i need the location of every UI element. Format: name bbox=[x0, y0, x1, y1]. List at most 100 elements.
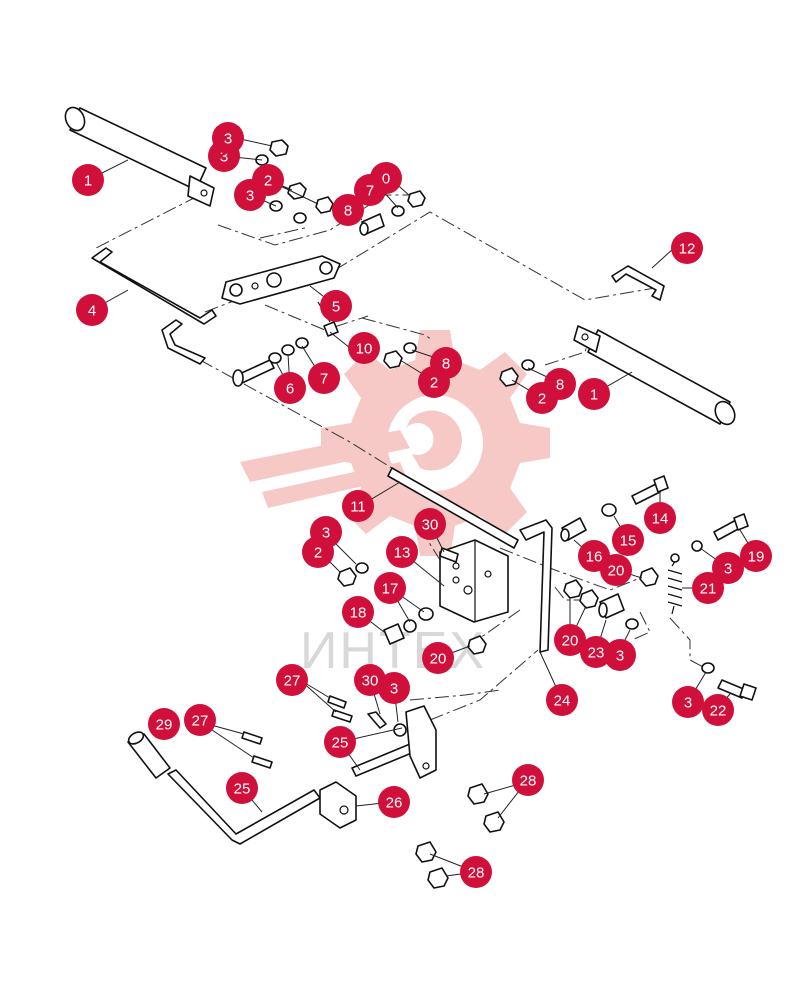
callout-label: 3 bbox=[684, 695, 692, 712]
callout-circle-icon bbox=[76, 294, 108, 326]
callout-circle-icon bbox=[226, 772, 258, 804]
callout-20: 20 bbox=[600, 554, 632, 586]
callout-circle-icon bbox=[378, 786, 410, 818]
callout-label: 20 bbox=[608, 563, 625, 580]
callout-label: 21 bbox=[700, 581, 717, 598]
callout-6: 6 bbox=[274, 372, 306, 404]
callout-label: 8 bbox=[442, 356, 450, 373]
callout-circle-icon bbox=[702, 694, 734, 726]
callout-circle-icon bbox=[692, 572, 724, 604]
callout-3: 3 bbox=[712, 552, 744, 584]
callout-22: 22 bbox=[702, 694, 734, 726]
callout-label: 27 bbox=[284, 673, 301, 690]
callout-label: 14 bbox=[652, 511, 669, 528]
callout-30: 30 bbox=[414, 508, 446, 540]
callout-27: 27 bbox=[276, 664, 308, 696]
link-plate-5 bbox=[221, 255, 341, 305]
callout-label: 2 bbox=[538, 391, 546, 408]
callout-circle-icon bbox=[422, 642, 454, 674]
callout-label: 4 bbox=[88, 303, 96, 320]
callout-circle-icon bbox=[324, 726, 356, 758]
callout-14: 14 bbox=[644, 502, 676, 534]
callout-15: 15 bbox=[612, 524, 644, 556]
callout-circle-icon bbox=[414, 508, 446, 540]
callout-label: 3 bbox=[224, 131, 232, 148]
callout-2: 2 bbox=[252, 164, 284, 196]
callout-circle-icon bbox=[600, 554, 632, 586]
handle-bar-left bbox=[64, 106, 215, 207]
callout-label: 19 bbox=[748, 549, 765, 566]
callout-label: 25 bbox=[234, 781, 251, 798]
callout-label: 15 bbox=[620, 533, 637, 550]
callout-label: 7 bbox=[320, 371, 328, 388]
callout-label: 1 bbox=[590, 387, 598, 404]
callout-circle-icon bbox=[460, 856, 492, 888]
callout-circle-icon bbox=[546, 684, 578, 716]
hardware-top bbox=[232, 139, 535, 387]
callout-label: 11 bbox=[350, 499, 366, 516]
callout-19: 19 bbox=[740, 540, 772, 572]
callout-1: 1 bbox=[72, 164, 104, 196]
callout-circle-icon bbox=[148, 708, 180, 740]
callout-20: 20 bbox=[422, 642, 454, 674]
bracket-13 bbox=[439, 539, 509, 623]
callout-label: 7 bbox=[366, 183, 374, 200]
callout-7: 7 bbox=[308, 362, 340, 394]
callout-circle-icon bbox=[672, 686, 704, 718]
handle-bar-right bbox=[573, 325, 736, 426]
callout-circle-icon bbox=[644, 502, 676, 534]
callout-label: 27 bbox=[192, 713, 209, 730]
callout-circle-icon bbox=[184, 704, 216, 736]
callout-label: 22 bbox=[710, 703, 727, 720]
callout-label: 18 bbox=[350, 605, 367, 622]
callout-circle-icon bbox=[512, 764, 544, 796]
callout-label: 8 bbox=[556, 377, 564, 394]
callout-label: 25 bbox=[332, 735, 349, 752]
callout-circle-icon bbox=[308, 362, 340, 394]
callout-28: 28 bbox=[512, 764, 544, 796]
callout-29: 29 bbox=[148, 708, 180, 740]
rod-11 bbox=[387, 467, 519, 549]
callout-label: 30 bbox=[362, 673, 379, 690]
lever-assembly bbox=[127, 695, 505, 889]
callout-label: 1 bbox=[84, 173, 92, 190]
callout-label: 3 bbox=[724, 561, 732, 578]
callout-circle-icon bbox=[342, 490, 374, 522]
callout-label: 23 bbox=[588, 645, 605, 662]
callout-12: 12 bbox=[671, 232, 703, 264]
callout-1: 1 bbox=[578, 378, 610, 410]
callout-circle-icon bbox=[276, 664, 308, 696]
callout-label: 3 bbox=[246, 188, 254, 205]
callout-10: 10 bbox=[348, 332, 380, 364]
callout-label: 2 bbox=[314, 545, 322, 562]
callout-13: 13 bbox=[386, 536, 418, 568]
callout-27: 27 bbox=[184, 704, 216, 736]
callout-circle-icon bbox=[72, 164, 104, 196]
callout-24: 24 bbox=[546, 684, 578, 716]
callout-circle-icon bbox=[212, 122, 244, 154]
callout-label: 20 bbox=[562, 633, 579, 650]
callout-circle-icon bbox=[671, 232, 703, 264]
callout-label: 16 bbox=[586, 549, 603, 566]
callout-8: 8 bbox=[332, 194, 364, 226]
callout-25: 25 bbox=[324, 726, 356, 758]
callout-circle-icon bbox=[526, 382, 558, 414]
callout-label: 6 bbox=[286, 381, 294, 398]
callout-2: 2 bbox=[302, 536, 334, 568]
callout-label: 3 bbox=[220, 149, 228, 166]
callout-4: 4 bbox=[76, 294, 108, 326]
callout-circle-icon bbox=[712, 552, 744, 584]
callout-2: 2 bbox=[526, 382, 558, 414]
callout-3: 3 bbox=[672, 686, 704, 718]
callout-label: 30 bbox=[422, 517, 439, 534]
callout-circle-icon bbox=[604, 639, 636, 671]
callout-label: 28 bbox=[468, 865, 485, 882]
rod-4 bbox=[91, 247, 217, 365]
callout-7: 7 bbox=[354, 174, 386, 206]
callout-circle-icon bbox=[418, 366, 450, 398]
callout-3: 3 bbox=[604, 639, 636, 671]
callout-circle-icon bbox=[554, 624, 586, 656]
callout-circle-icon bbox=[274, 372, 306, 404]
callout-circle-icon bbox=[740, 540, 772, 572]
callout-label: 24 bbox=[554, 693, 571, 710]
